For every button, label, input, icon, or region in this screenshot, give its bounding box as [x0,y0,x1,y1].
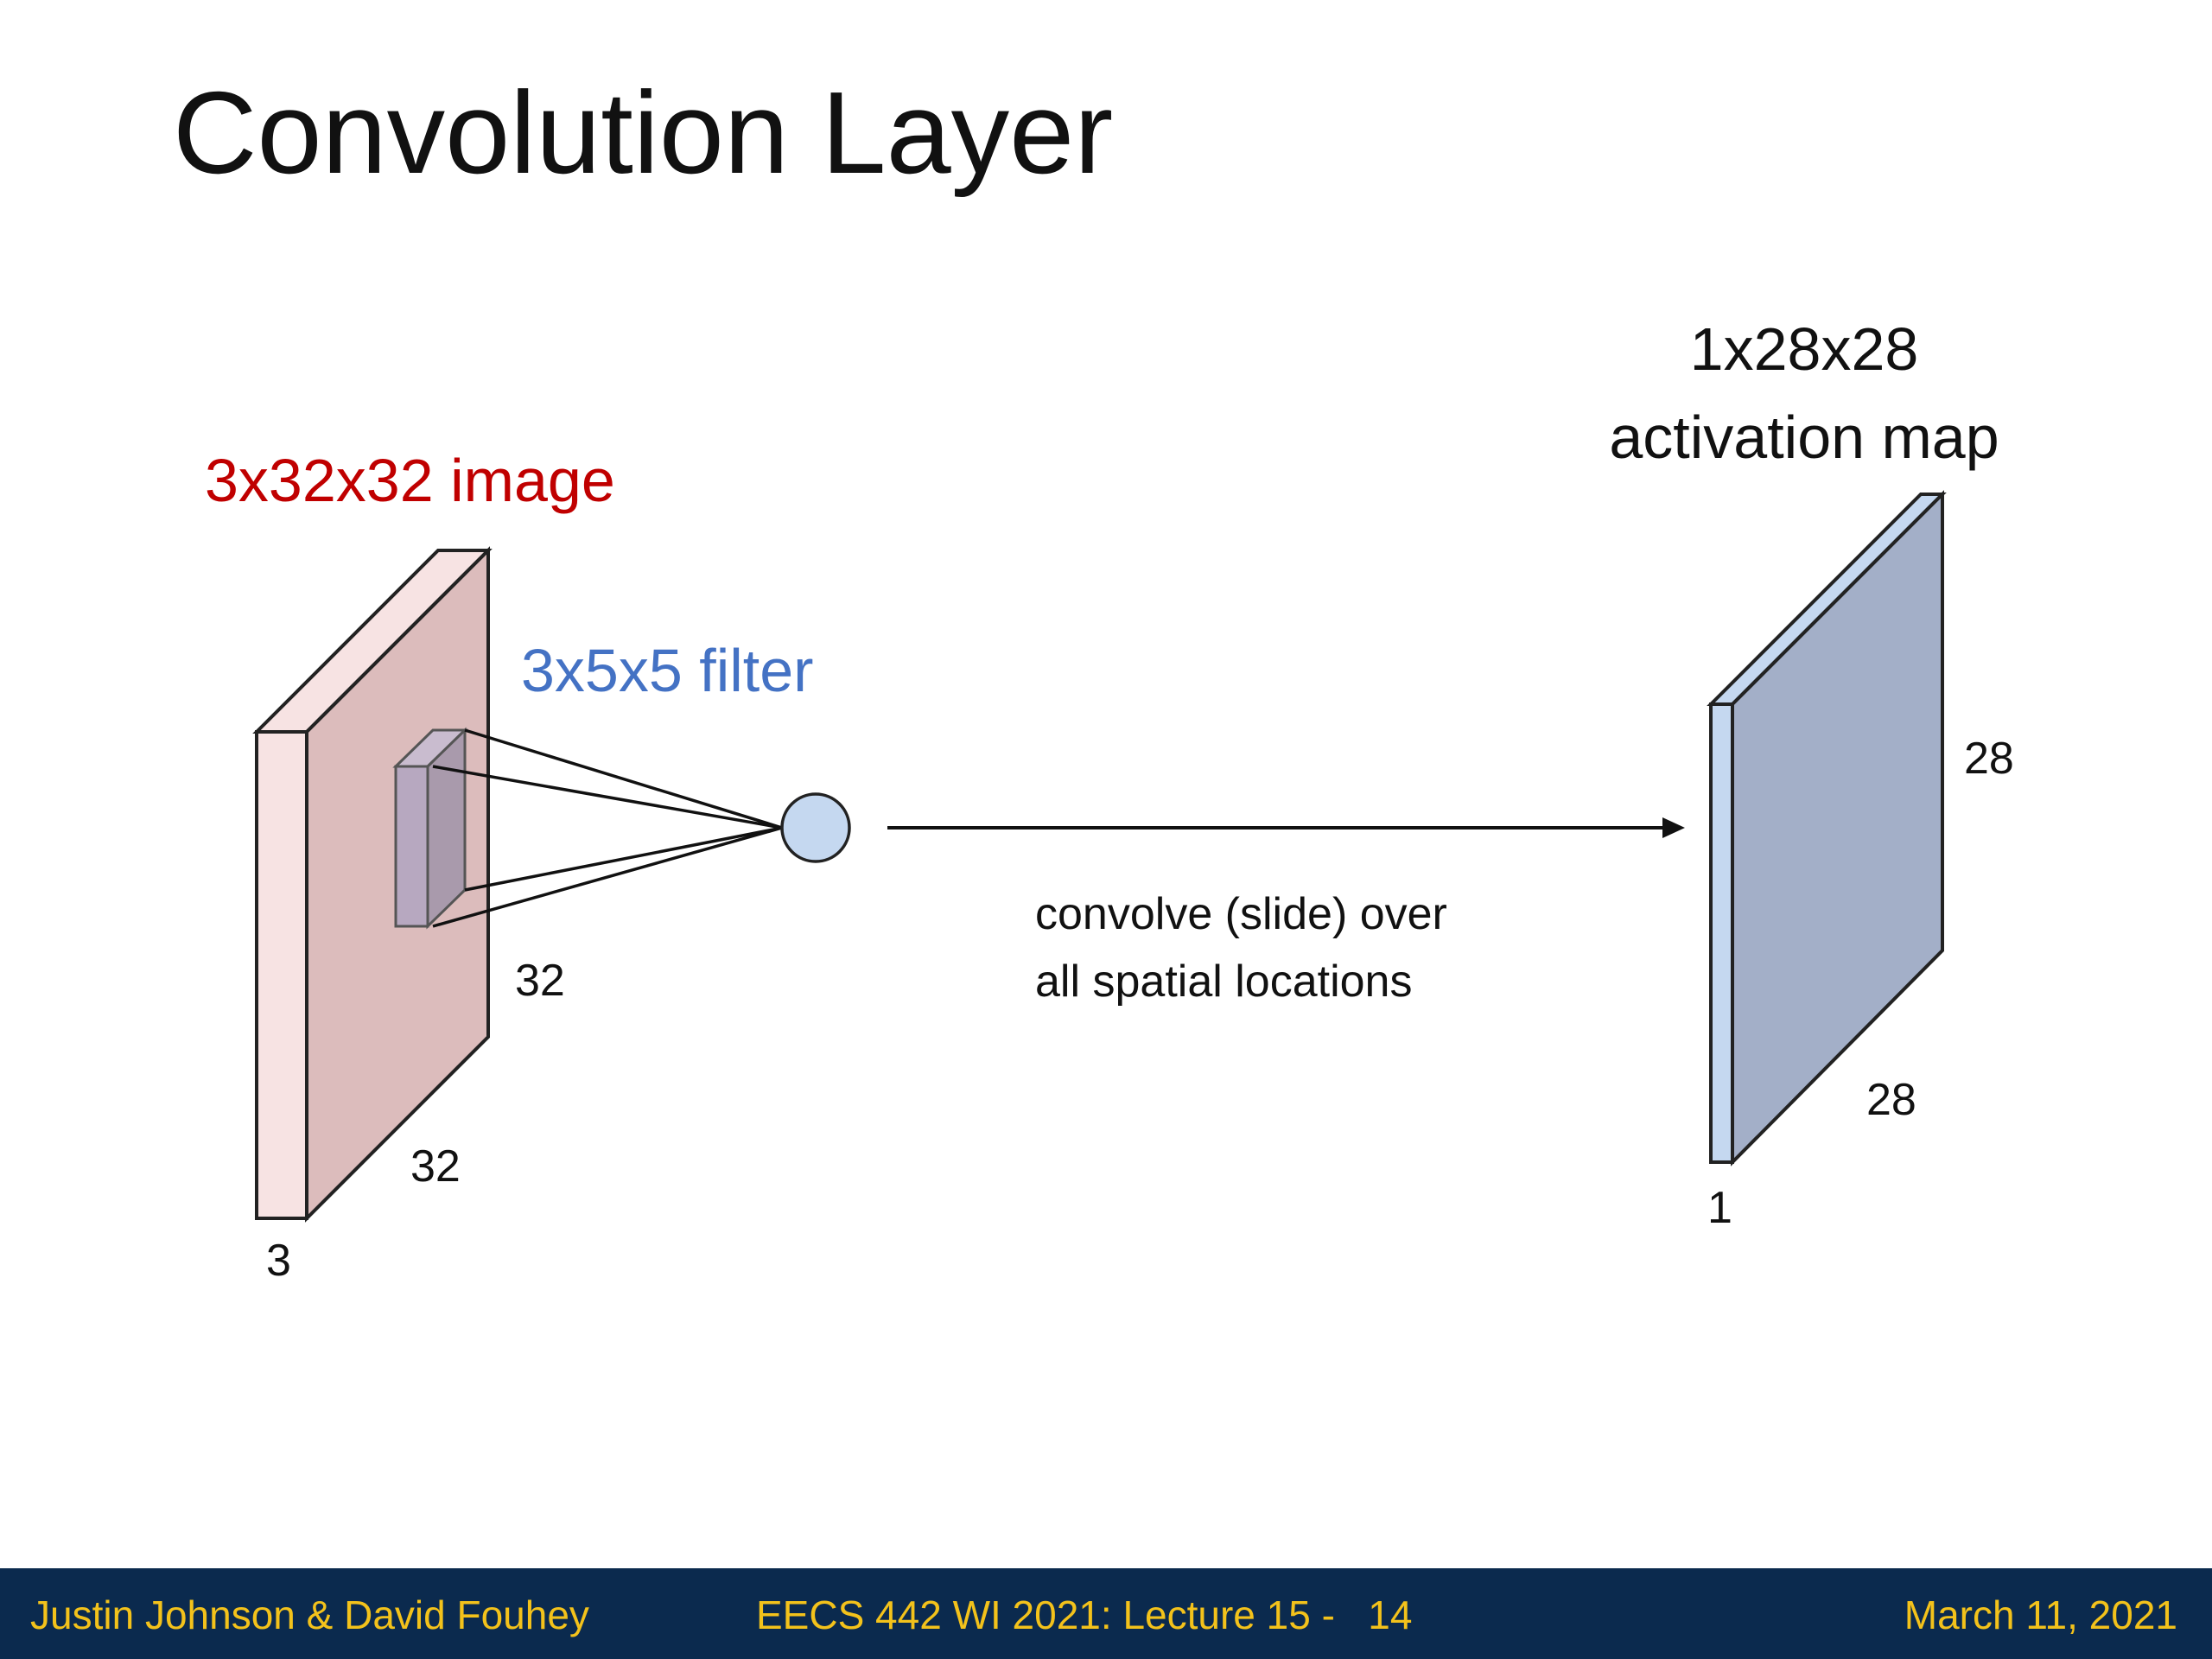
slide-title: Convolution Layer [173,67,1114,198]
input-height-label: 32 [515,956,565,1006]
slide-footer: Justin Johnson & David Fouhey EECS 442 W… [0,1568,2212,1659]
filter-projection-lines [432,728,783,928]
filter-label: 3x5x5 filter [521,637,813,704]
footer-course: EECS 442 WI 2021: Lecture 15 - 14 [756,1592,1413,1637]
output-height-label: 28 [1964,734,2014,784]
filter-box [392,727,468,930]
footer-date: March 11, 2021 [1904,1592,2177,1637]
input-width-label: 32 [410,1141,461,1192]
output-neuron [780,792,851,863]
output-label-line2: activation map [1609,404,1999,471]
output-volume-front [1709,702,1734,1164]
convolve-arrow [887,817,1685,838]
output-label-line1: 1x28x28 [1690,315,1919,383]
projection-line [432,765,783,830]
convolution-diagram: 3x32x32 image 3x5x5 filter 1x28x28 activ… [205,315,2014,1286]
output-width-label: 28 [1866,1075,1916,1125]
arrow-head [1662,817,1685,838]
output-depth-label: 1 [1707,1183,1732,1233]
output-volume [1707,490,1947,1166]
arrow-caption-line1: convolve (slide) over [1035,889,1447,939]
projection-line [432,826,783,928]
footer-authors: Justin Johnson & David Fouhey [30,1592,589,1637]
projection-line [464,826,783,892]
input-volume-front [255,730,308,1220]
arrow-caption-line2: all spatial locations [1035,957,1412,1007]
input-depth-label: 3 [266,1236,291,1286]
filter-box-side [426,727,467,930]
filter-box-front [394,765,429,928]
projection-line [464,728,783,830]
input-label: 3x32x32 image [205,447,615,514]
